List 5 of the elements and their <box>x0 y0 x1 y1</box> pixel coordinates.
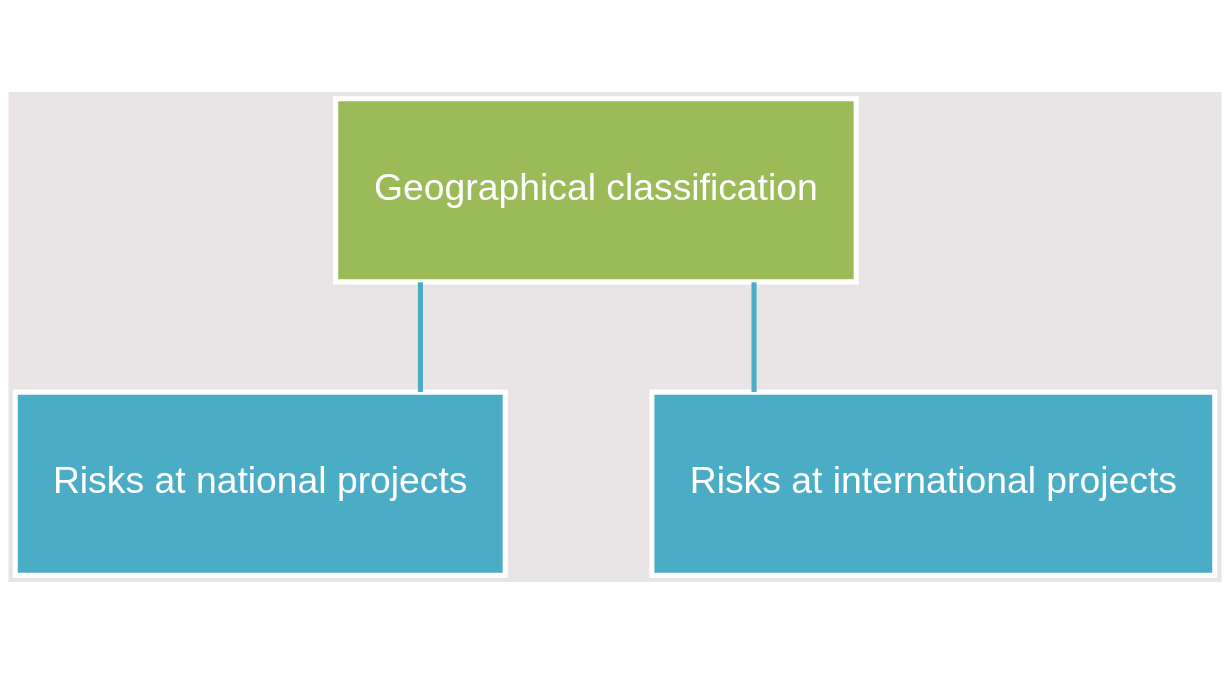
node-box: Geographical classification <box>333 95 859 284</box>
node-box: Risks at international projects <box>649 389 1218 578</box>
connector <box>417 281 423 392</box>
connector <box>751 281 757 392</box>
node-box: Risks at national projects <box>12 389 508 578</box>
